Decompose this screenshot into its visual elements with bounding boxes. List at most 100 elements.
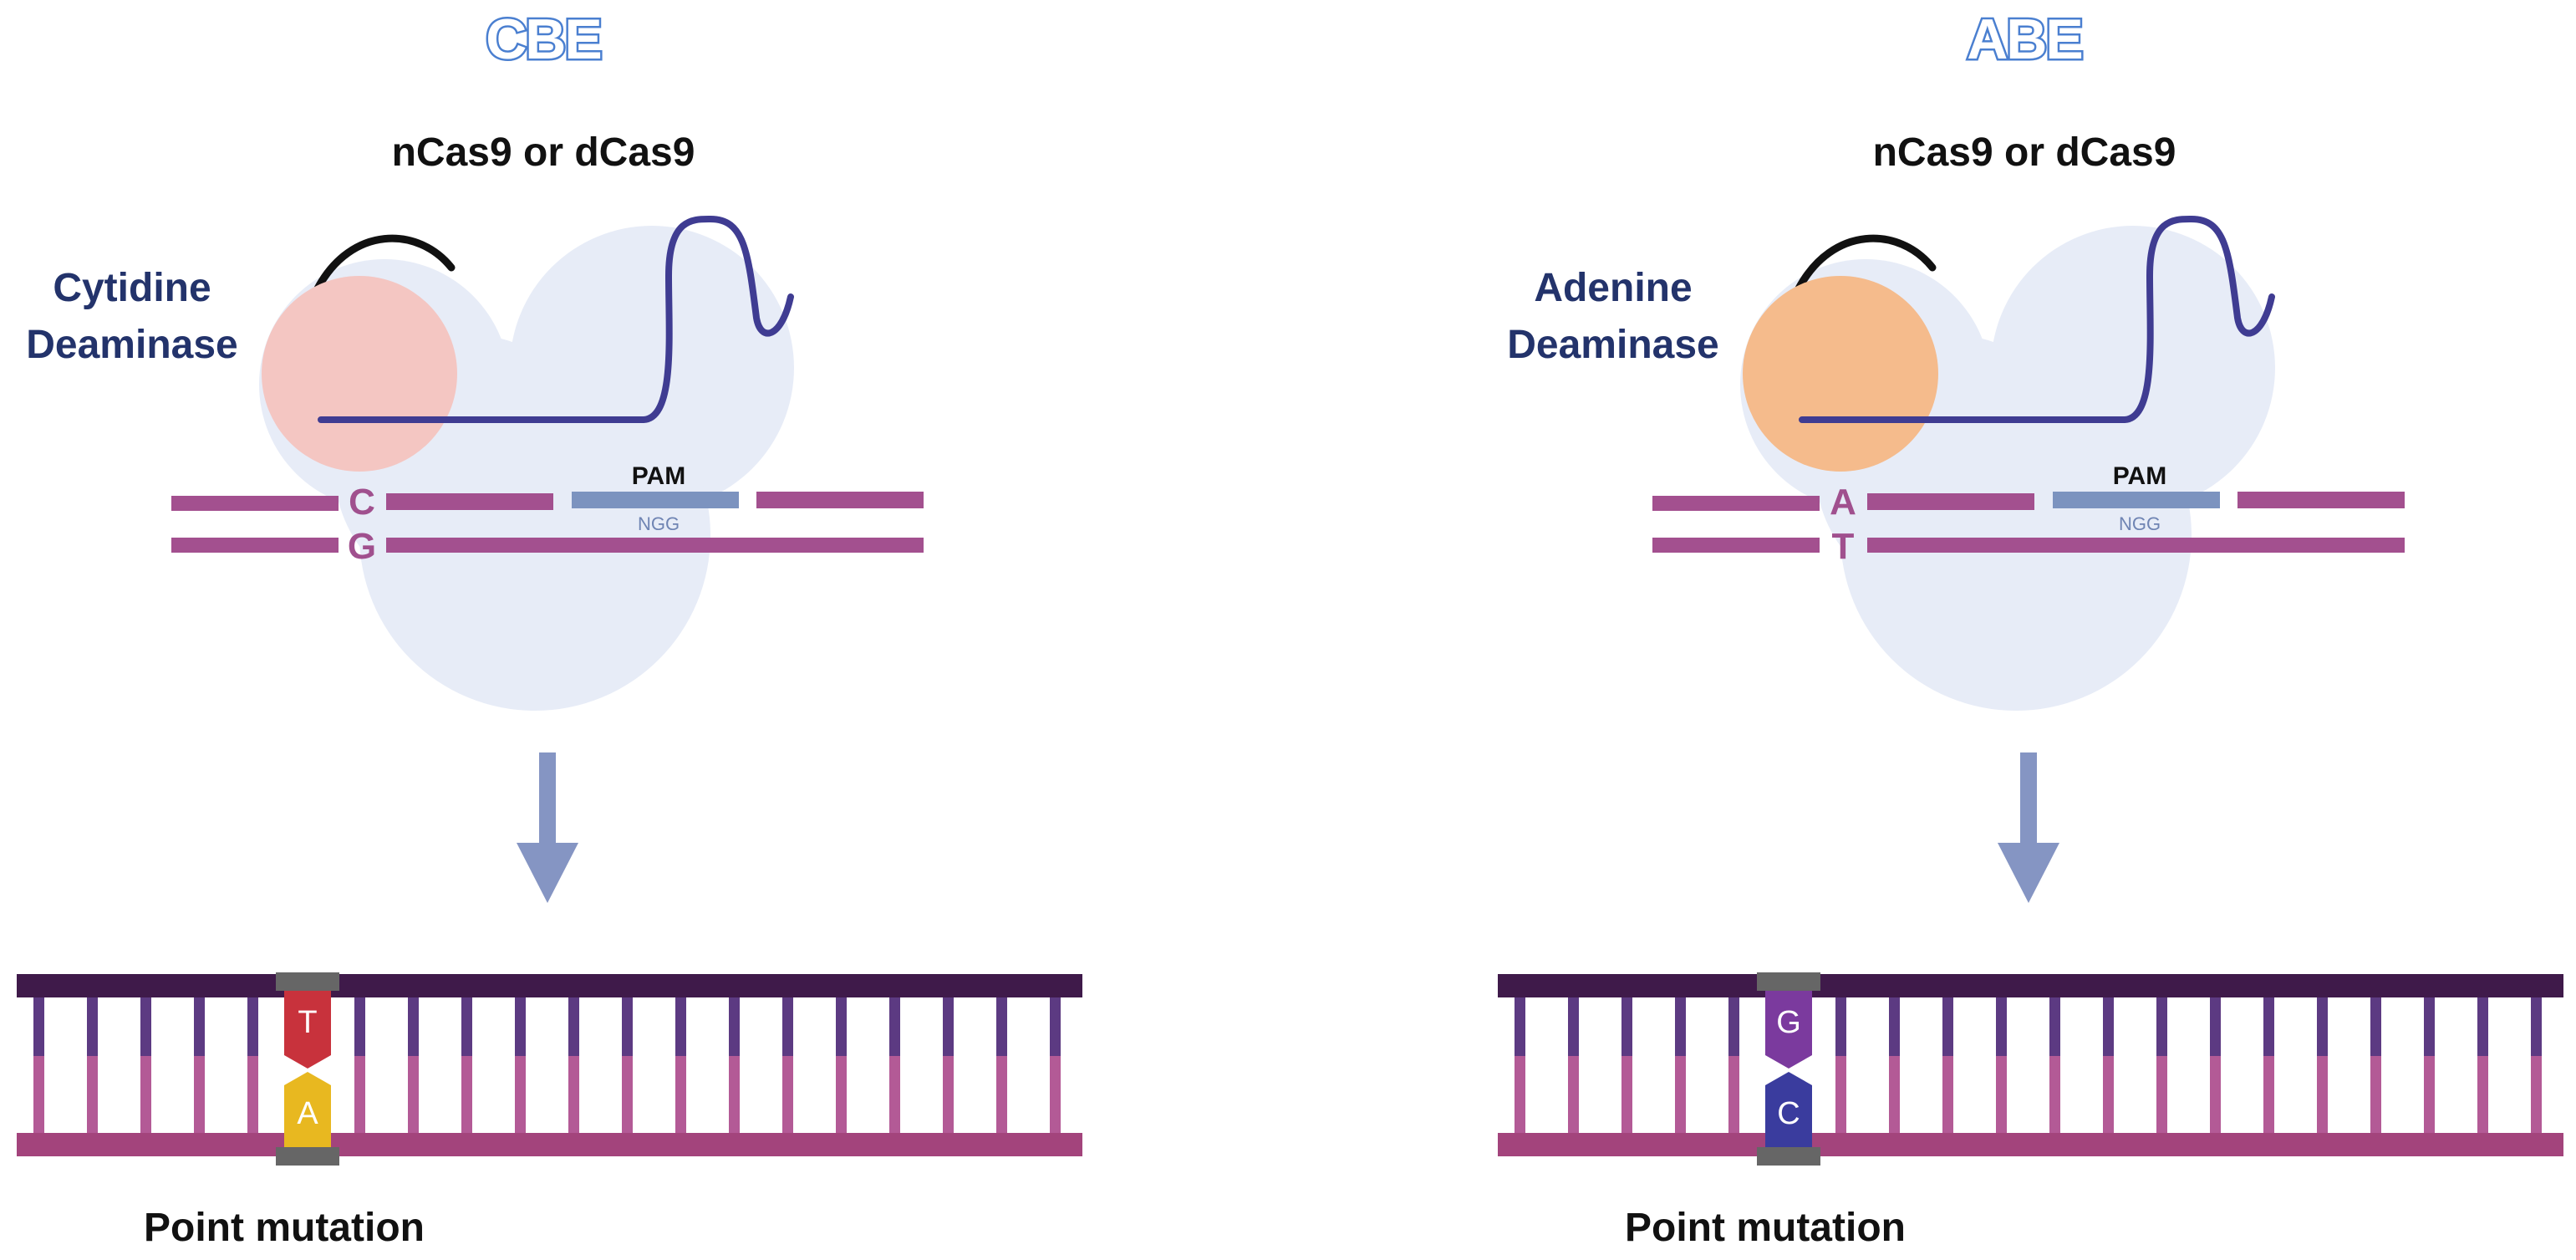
ladder-rung-bottom [622,1056,633,1135]
ladder-rung-top [622,993,633,1056]
dna-ladder [17,974,1082,1156]
ladder-rung-bottom [1515,1056,1525,1135]
dna-strand-segment [756,492,924,508]
ladder-rung-bottom [1889,1056,1900,1135]
ladder-rung-top [2317,993,2328,1056]
ladder-rung-bottom [194,1056,205,1135]
ladder-rung-top [2210,993,2221,1056]
ladder-rung-bottom [1728,1056,1739,1135]
ladder-rung-bottom [2210,1056,2221,1135]
ladder-rung-bottom [836,1056,847,1135]
ladder-rung-top [943,993,954,1056]
target-base-bottom: T [1832,526,1855,567]
ladder-rung-top [140,993,151,1056]
ladder-rung-top [2370,993,2381,1056]
ladder-rung-bottom [2531,1056,2542,1135]
edited-base-top-letter: G [1776,1005,1801,1040]
ladder-rung-bottom [87,1056,98,1135]
ladder-rung-top [1835,993,1846,1056]
dna-strand-segment [386,493,553,510]
ladder-rung-top [675,993,686,1056]
ladder-rung-bottom [2263,1056,2274,1135]
ladder-rung-bottom [461,1056,472,1135]
deaminase-domain [262,276,457,472]
base-cap-top [276,972,339,991]
ladder-rung-bottom [889,1056,900,1135]
target-base-top: A [1830,482,1856,523]
ladder-rung-top [568,993,579,1056]
ladder-rung-bottom [2317,1056,2328,1135]
dna-strand-segment [1652,496,1820,511]
ladder-rung-top [2103,993,2114,1056]
ladder-rung-top [2156,993,2167,1056]
ladder-rung-bottom [1675,1056,1686,1135]
edited-base-pair: TA [276,972,339,1166]
ladder-rung-top [782,993,793,1056]
ladder-rung-bottom [2370,1056,2381,1135]
pam-bar [2053,492,2220,508]
ladder-rung-bottom [2477,1056,2488,1135]
ladder-rung-top [2049,993,2060,1056]
ladder-rung-bottom [2424,1056,2435,1135]
down-arrow-icon [1998,752,2059,903]
ladder-rung-top [2531,993,2542,1056]
abe-title: ABE [1967,8,2082,71]
pam-label: PAM [2113,462,2166,490]
dna-strand-segment [1867,538,2405,553]
ladder-rung-bottom [247,1056,258,1135]
edited-base-bottom [284,1072,331,1147]
edited-base-top [284,991,331,1069]
point-mutation-label: Point mutation [1625,1206,1906,1250]
ladder-rung-top [247,993,258,1056]
target-base-bottom: G [348,526,376,567]
ladder-backbone-bottom [17,1133,1082,1156]
point-mutation-label: Point mutation [144,1206,425,1250]
ladder-backbone-top [17,974,1082,997]
ladder-rung-top [461,993,472,1056]
ladder-rung-top [2424,993,2435,1056]
ladder-rung-top [1621,993,1632,1056]
ladder-rung-bottom [354,1056,365,1135]
ladder-rung-bottom [33,1056,44,1135]
deaminase-label-line1: Cytidine [53,266,211,310]
dna-strand-segment [171,538,339,553]
dna-strand-segment [1652,538,1820,553]
ladder-rung-top [87,993,98,1056]
ladder-rung-top [836,993,847,1056]
deaminase-domain [1743,276,1938,472]
cbe-title: CBE [486,8,601,71]
ladder-rung-top [2477,993,2488,1056]
ladder-rung-bottom [1996,1056,2007,1135]
dna-strand-segment [386,538,924,553]
base-cap-bottom [1757,1147,1820,1166]
ladder-rung-top [729,993,740,1056]
ladder-rung-top [1050,993,1061,1056]
base-cap-top [1757,972,1820,991]
deaminase-label-line2: Deaminase [1507,323,1718,367]
cas9-label: nCas9 or dCas9 [1873,130,2176,175]
target-dna [171,492,924,553]
ladder-rung-bottom [568,1056,579,1135]
ladder-rung-bottom [1050,1056,1061,1135]
ladder-rung-top [1728,993,1739,1056]
ladder-rung-top [1568,993,1579,1056]
ladder-rung-top [33,993,44,1056]
ladder-rung-bottom [408,1056,419,1135]
down-arrow-icon [517,752,578,903]
arrow-shaft [539,752,556,846]
edited-base-bottom [1765,1072,1812,1147]
dna-strand-segment [171,496,339,511]
ladder-rung-top [354,993,365,1056]
dna-strand-segment [2237,492,2405,508]
dna-ladder [1498,974,2563,1156]
arrow-shaft [2020,752,2037,846]
ladder-rung-bottom [1942,1056,1953,1135]
pam-bar [572,492,739,508]
ladder-rung-top [1515,993,1525,1056]
edited-base-pair: GC [1757,972,1820,1166]
ladder-rung-bottom [675,1056,686,1135]
guide-rna [1799,215,2275,423]
ladder-rung-top [1675,993,1686,1056]
